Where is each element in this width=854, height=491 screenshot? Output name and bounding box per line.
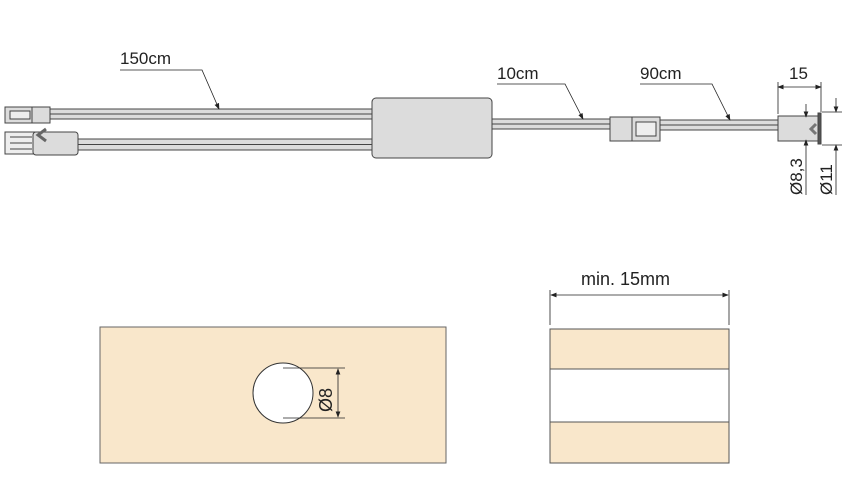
wood-panel-section [549, 328, 730, 464]
label-min-15mm: min. 15mm [581, 269, 670, 289]
label-10cm: 10cm [497, 64, 539, 83]
label-d8: Ø8 [316, 388, 336, 412]
label-d83: Ø8,3 [787, 158, 806, 195]
cable-10 [491, 118, 611, 130]
label-d11: Ø11 [817, 164, 836, 195]
label-150cm: 150cm [120, 49, 171, 68]
inline-connector [609, 116, 661, 142]
leaders [120, 69, 842, 195]
control-box [371, 97, 493, 159]
connector-female [4, 127, 79, 156]
cable-150 [49, 108, 373, 151]
sensor [777, 112, 822, 145]
drill-hole [252, 362, 314, 424]
cable-90 [659, 119, 779, 131]
connector-male [4, 106, 51, 124]
label-15: 15 [789, 64, 808, 83]
label-90cm: 90cm [640, 64, 682, 83]
